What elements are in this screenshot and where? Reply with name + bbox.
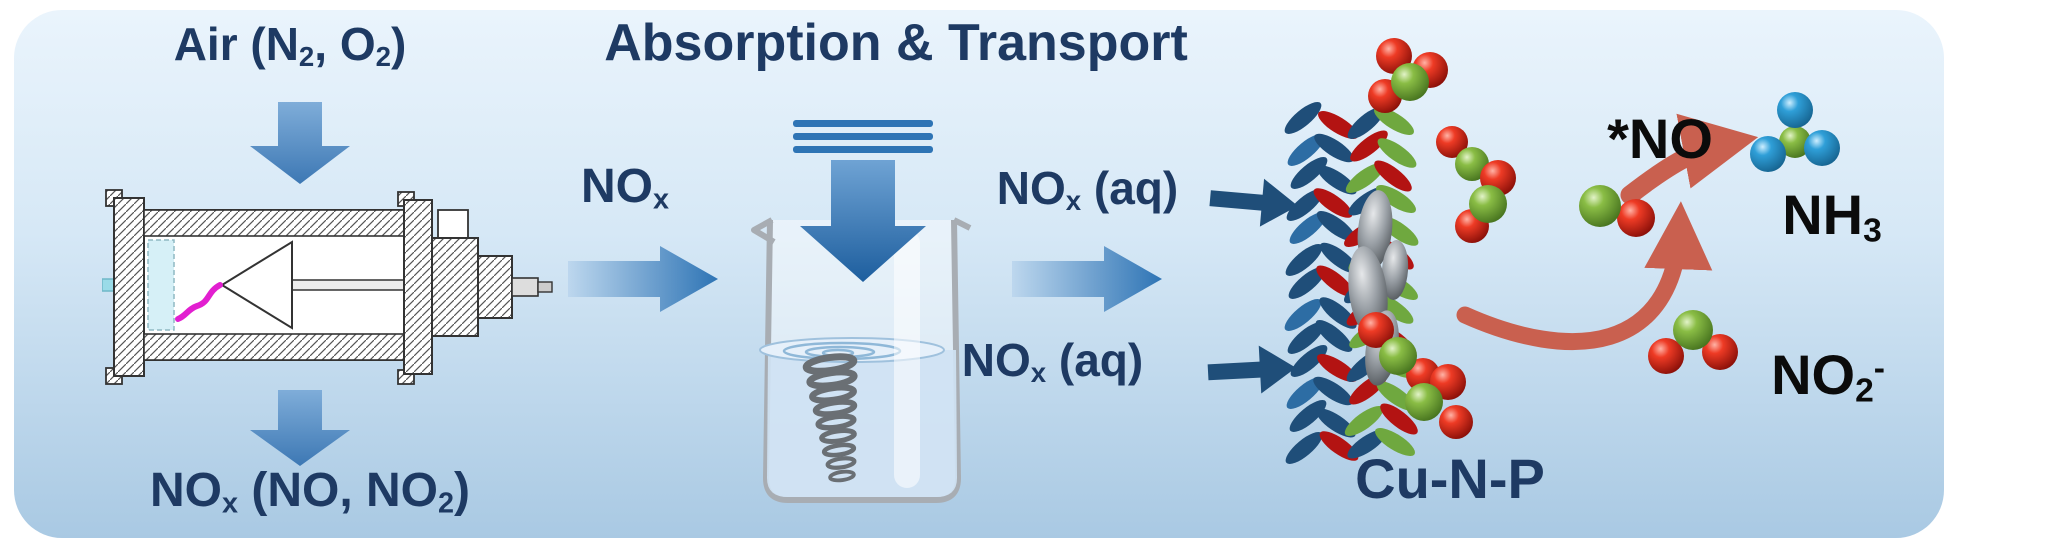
right-flange [403, 199, 433, 375]
catalyst-nanosheet [1284, 298, 1322, 332]
catalyst-nanosheet [1316, 211, 1356, 241]
nox-product-label: NOx (NO, NO2) [149, 464, 470, 520]
air-down-arrow [250, 102, 350, 184]
nox-aq-bottom-label: NOx (aq) [961, 334, 1144, 389]
catalyst-nanosheet [1347, 106, 1385, 140]
catalyst-nanosheet [1374, 160, 1412, 192]
no-intermediate-label: *NO [1607, 107, 1713, 170]
catalyst-nanosheet [1317, 354, 1357, 382]
catalyst-nanosheet [1289, 399, 1327, 433]
ammonia-label: NH3 [1782, 183, 1882, 250]
catalyst-nanosheet [1290, 156, 1328, 190]
nitrite-molecule-adsorbed [1405, 364, 1473, 439]
beaker-liquid [767, 350, 957, 497]
catalyst-nanosheet [1313, 188, 1353, 218]
catalyst-nanosheet [1377, 138, 1417, 168]
catalyst-nanosheet [1314, 133, 1354, 163]
catalyst-nanosheet [1315, 319, 1353, 353]
ammonia-molecule [1750, 92, 1840, 172]
catalyst-nanosheet [1289, 211, 1327, 245]
catalyst-nanosheet [1375, 428, 1415, 456]
left-flange [113, 197, 145, 377]
catalyst-nanosheet [1285, 243, 1323, 277]
catalyst-nanosheet [1290, 344, 1328, 378]
catalyst-nanosheet [1287, 133, 1325, 167]
catalyst-nanosheet [1350, 130, 1388, 162]
nox-aq-inlet-arrow-top [1209, 178, 1298, 227]
nitrite-label: NO2- [1771, 343, 1885, 410]
stirring-vortex [802, 353, 858, 483]
adsorbed-no-molecule [1436, 126, 1489, 181]
nitrate-molecule [1368, 38, 1448, 113]
catalyst-nanosheet [1313, 376, 1353, 406]
beaker-illustration [751, 217, 972, 503]
copper-particle [1381, 240, 1409, 300]
catalyst-nanosheet [1318, 111, 1358, 139]
nox-out-down-arrow [250, 390, 350, 466]
air-input-label: Air (N2, O2) [173, 18, 407, 73]
plasma-discharge [175, 282, 223, 322]
reaction-arrow-no-to-nh3 [1620, 113, 1759, 205]
catalyst-nanosheet [1376, 185, 1416, 213]
catalyst-nanosheet [1316, 265, 1354, 297]
catalyst-nanosheet [1284, 101, 1322, 135]
nitrate-molecule [1455, 160, 1516, 243]
catalyst-nanosheet [1286, 376, 1324, 410]
section-title: Absorption & Transport [604, 14, 1188, 72]
reactor-body [102, 189, 553, 385]
nox-gas-label: NOx [580, 160, 669, 216]
catalyst-nanosheet [1380, 403, 1418, 435]
catalyst-nanosheet [1344, 406, 1384, 436]
electrode-shaft [291, 279, 405, 291]
aqueous-transfer-arrow [1012, 246, 1162, 312]
catalysis-scene [1207, 38, 1840, 465]
catalyst-nanosheet [1320, 242, 1358, 274]
plasma-reactor-illustration [102, 189, 553, 385]
catalyst-nanosheet [1345, 163, 1385, 193]
nox-aq-top-label: NOx (aq) [996, 162, 1179, 217]
catalyst-nanosheet [1287, 321, 1325, 355]
nox-aq-inlet-arrow-bottom [1207, 345, 1296, 394]
electrode-cone [220, 240, 293, 330]
catalyst-nanosheet [1286, 188, 1324, 222]
catalyst-nanosheet [1288, 266, 1326, 300]
no-molecule [1579, 185, 1655, 237]
nitrite-molecule [1648, 310, 1738, 374]
quartz-window [147, 239, 175, 331]
glass-highlight [894, 230, 920, 488]
catalyst-name-label: Cu-N-P [1355, 447, 1545, 510]
absorption-down-arrow [793, 120, 933, 282]
catalyst-nanosheet [1374, 107, 1414, 135]
catalyst-nanosheet [1347, 429, 1387, 459]
beaker-spout [751, 217, 776, 245]
nox-transfer-arrow [568, 246, 718, 312]
catalyst-nanosheet [1285, 431, 1323, 465]
reaction-arrow-no2-to-no [1456, 201, 1713, 351]
